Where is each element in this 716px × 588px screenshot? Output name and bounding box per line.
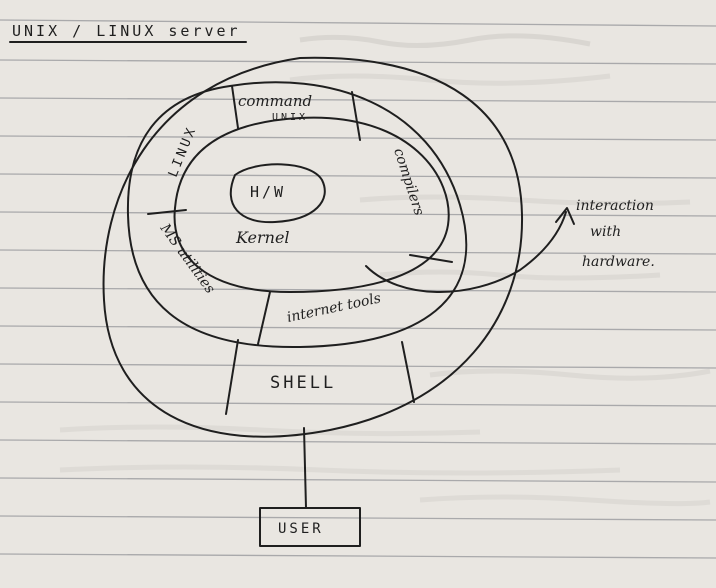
unix-label: UNIX xyxy=(272,112,308,123)
arrow-head xyxy=(555,207,575,225)
kernel-label: Kernel xyxy=(235,228,290,247)
linux-label: LINUX xyxy=(166,124,200,180)
hardware-core xyxy=(229,163,326,224)
ms-utilities-label: MS utilities xyxy=(156,220,218,297)
hw-label: H/W xyxy=(250,183,286,201)
command-label: command xyxy=(238,92,312,110)
diagram-title: UNIX / LINUX server xyxy=(12,22,241,40)
annotation-line3: hardware. xyxy=(582,254,655,270)
interaction-arrow xyxy=(365,211,567,293)
user-box xyxy=(259,507,361,547)
bleed-through-marks xyxy=(59,33,711,507)
kernel-ring xyxy=(173,116,450,293)
segment-dividers xyxy=(147,85,453,415)
user-label: USER xyxy=(278,521,324,537)
shell-boundary xyxy=(102,56,524,438)
user-connector xyxy=(303,427,307,509)
annotation-line2: with xyxy=(590,224,621,240)
internet-tools-label: internet tools xyxy=(286,290,383,326)
annotation-line1: interaction xyxy=(576,198,654,214)
shell-label: SHELL xyxy=(270,373,336,393)
compilers-label: compilers xyxy=(390,146,427,217)
applications-ring-outer xyxy=(126,81,468,349)
ruled-lines xyxy=(0,19,716,559)
